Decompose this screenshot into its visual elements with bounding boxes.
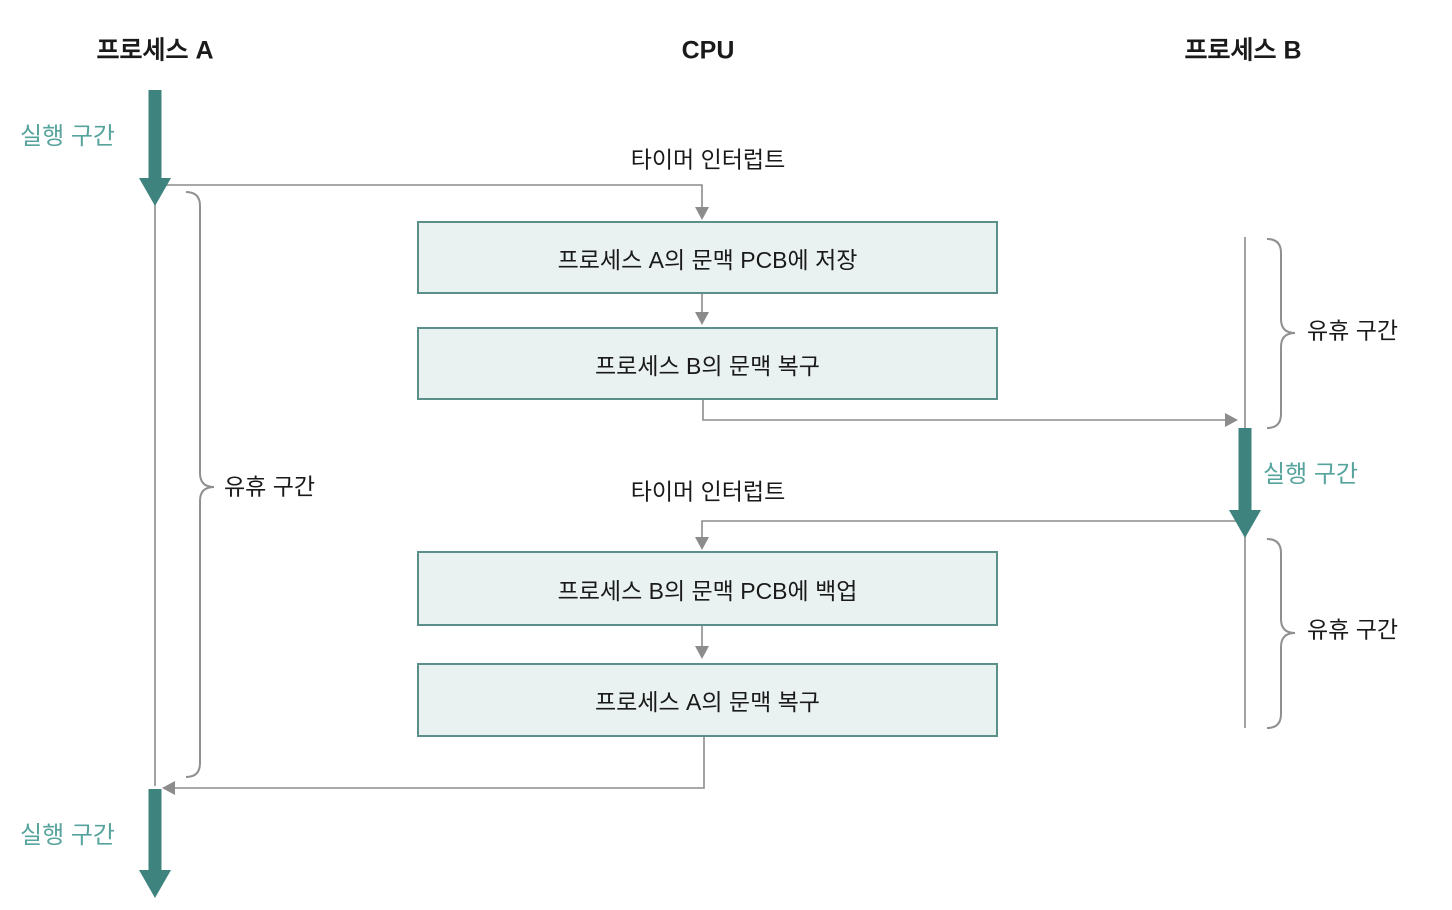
header-process-b: 프로세스 B <box>1184 36 1302 65</box>
box-restore-a-context-label: 프로세스 A의 문맥 복구 <box>595 689 820 715</box>
timer-interrupt-1-label: 타이머 인터럽트 <box>630 146 786 173</box>
box4-to-a-arrowhead-icon <box>162 781 175 795</box>
idle-brace-b-top <box>1266 238 1296 429</box>
timer1-arrowhead-icon <box>695 207 709 220</box>
timer-interrupt-2-label: 타이머 인터럽트 <box>630 478 786 505</box>
timer1-connector <box>157 184 703 209</box>
box-backup-b-context: 프로세스 B의 문맥 PCB에 백업 <box>417 551 998 626</box>
run-label-a-top: 실행 구간 <box>20 123 115 150</box>
box2-to-b-connector <box>702 400 1226 421</box>
box-restore-b-context-label: 프로세스 B의 문맥 복구 <box>595 352 820 379</box>
box-save-a-context-label: 프로세스 A의 문맥 PCB에 저장 <box>557 246 858 273</box>
header-process-a: 프로세스 A <box>96 36 214 65</box>
execution-arrow-a-bottom-icon <box>139 789 171 898</box>
execution-arrow-a-top-icon <box>139 90 171 206</box>
timer2-connector <box>701 520 1238 539</box>
idle-brace-b-bottom <box>1266 538 1296 729</box>
box-backup-b-context-label: 프로세스 B의 문맥 PCB에 백업 <box>557 577 858 604</box>
box3-to-box4-arrowhead-icon <box>695 646 709 659</box>
box-restore-a-context: 프로세스 A의 문맥 복구 <box>417 663 998 737</box>
idle-brace-a <box>185 191 215 778</box>
execution-arrow-b-icon <box>1229 428 1261 538</box>
run-label-a-bottom: 실행 구간 <box>20 822 115 849</box>
box-save-a-context: 프로세스 A의 문맥 PCB에 저장 <box>417 221 998 294</box>
box2-to-b-arrowhead-icon <box>1225 413 1238 427</box>
box1-to-box2-arrowhead-icon <box>695 312 709 325</box>
header-cpu: CPU <box>681 36 735 65</box>
idle-label-a: 유휴 구간 <box>224 473 316 500</box>
run-label-b: 실행 구간 <box>1263 461 1358 488</box>
box4-to-a-connector <box>174 737 705 789</box>
idle-label-b-top: 유휴 구간 <box>1307 317 1399 344</box>
box-restore-b-context: 프로세스 B의 문맥 복구 <box>417 327 998 400</box>
idle-label-b-bottom: 유휴 구간 <box>1307 616 1399 643</box>
timer2-arrowhead-icon <box>695 537 709 550</box>
